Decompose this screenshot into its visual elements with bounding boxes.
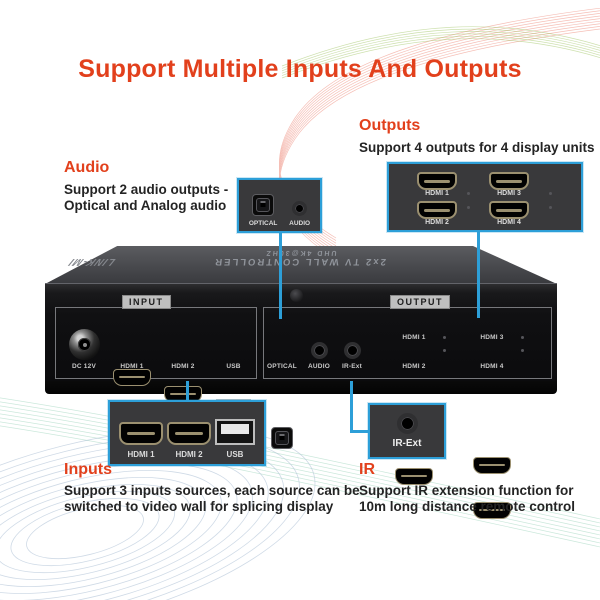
output-hdmi3-label: HDMI 3: [480, 334, 504, 341]
out-hdmi3-label: HDMI 3: [497, 190, 521, 197]
output-hdmi2-label: HDMI 2: [402, 363, 426, 370]
dc-pin: [82, 342, 87, 347]
led-dot: [467, 206, 470, 209]
audio-description-line2: Optical and Analog audio: [64, 197, 227, 213]
inputs-description-line1: Support 3 inputs sources, each source ca…: [64, 483, 360, 498]
in-hdmi2-label: HDMI 2: [175, 450, 203, 459]
ir-connector-line-vertical: [350, 381, 353, 433]
device-top-print: 2x2 TV WALL CONTROLLER UHD 4K@30HZ: [149, 249, 451, 267]
input-hdmi1-port: [113, 369, 151, 386]
led-dot: [521, 336, 524, 339]
input-hdmi2-label: HDMI 2: [171, 363, 195, 370]
output-hdmi3-port: [473, 457, 511, 474]
ir-jack-icon: [396, 413, 418, 434]
led-dot: [443, 349, 446, 352]
dc-port-label: DC 12V: [72, 363, 96, 370]
ir-description-line1: Support IR extension function for: [359, 483, 574, 498]
ir-description-line2: 10m long distance remote control: [359, 498, 576, 514]
audio-jack-label: AUDIO: [308, 363, 330, 370]
hdmi-port-icon: [489, 201, 529, 219]
in-hdmi1-callout: HDMI 1: [119, 415, 163, 459]
output-section-tag: OUTPUT: [390, 295, 450, 309]
optical-port-callout: OPTICAL: [248, 186, 278, 227]
led-dot: [549, 192, 552, 195]
input-section-tag: INPUT: [122, 295, 171, 309]
out-hdmi1-callout: HDMI 1: [401, 170, 473, 197]
audio-connector-line: [279, 231, 282, 319]
out-hdmi4-label: HDMI 4: [497, 219, 521, 226]
out-hdmi4-callout: HDMI 4: [473, 199, 545, 226]
inputs-description: Support 3 inputs sources, each source ca…: [64, 483, 374, 515]
input-hdmi1-label: HDMI 1: [120, 363, 144, 370]
audio-callout-box: OPTICAL AUDIO: [237, 178, 322, 233]
led-dot: [443, 336, 446, 339]
out-hdmi1-label: HDMI 1: [425, 190, 449, 197]
ir-ext-label: IR-Ext: [342, 363, 362, 370]
ir-connector-line-horizontal: [350, 430, 370, 433]
audio-jack-port: [311, 342, 328, 359]
page-title: Support Multiple Inputs And Outputs: [78, 55, 522, 83]
device-top-face: [45, 246, 557, 284]
outputs-description: Support 4 outputs for 4 display units: [359, 140, 595, 155]
ir-heading: IR: [359, 461, 375, 478]
led-dot: [549, 206, 552, 209]
inputs-connector-line: [186, 381, 189, 402]
output-hdmi1-label: HDMI 1: [402, 334, 426, 341]
in-usb-callout: USB: [215, 415, 255, 459]
inputs-callout-box: HDMI 1 HDMI 2 USB: [108, 400, 266, 466]
output-hdmi2-port: [395, 468, 433, 485]
optical-port-panel-label: OPTICAL: [267, 363, 297, 370]
device-model-text: 2x2 TV WALL CONTROLLER: [212, 256, 387, 267]
ir-description: Support IR extension function for 10m lo…: [359, 483, 594, 515]
output-hdmi4-label: HDMI 4: [480, 363, 504, 370]
outputs-heading: Outputs: [359, 117, 421, 134]
inputs-heading: Inputs: [64, 461, 112, 478]
device-spec-text: UHD 4K@30HZ: [264, 249, 337, 256]
usb-port-icon: [215, 419, 255, 445]
ir-ext-port: [344, 342, 361, 359]
dc-power-port: [69, 329, 100, 360]
hdmi-port-icon: [489, 172, 529, 190]
optical-port: [271, 427, 293, 449]
brand-logo: LINK-MI: [66, 256, 118, 267]
out-hdmi2-label: HDMI 2: [425, 219, 449, 226]
out-hdmi3-callout: HDMI 3: [473, 170, 545, 197]
audio-heading: Audio: [64, 159, 110, 176]
hdmi-port-icon: [417, 172, 457, 190]
outputs-connector-line: [477, 230, 480, 318]
hdmi-port-icon: [167, 422, 211, 445]
optical-port-label: OPTICAL: [248, 220, 278, 227]
audio-port-callout: AUDIO: [289, 186, 310, 227]
audio-jack-icon: [292, 201, 308, 216]
screw: [290, 289, 303, 302]
usb-port-label: USB: [226, 363, 241, 370]
audio-description-line1: Support 2 audio outputs -: [64, 182, 229, 197]
inputs-description-line2: switched to video wall for splicing disp…: [64, 498, 334, 514]
outputs-callout-box: HDMI 1 HDMI 3 HDMI 2 HDMI 4: [387, 162, 583, 232]
in-usb-label: USB: [226, 450, 244, 459]
audio-description: Support 2 audio outputs - Optical and An…: [64, 182, 284, 214]
ir-port-label: IR-Ext: [392, 438, 422, 449]
hdmi-port-icon: [119, 422, 163, 445]
ir-callout-box: IR-Ext: [368, 403, 446, 459]
audio-port-label: AUDIO: [289, 220, 311, 227]
hdmi-port-icon: [417, 201, 457, 219]
led-dot: [467, 192, 470, 195]
led-dot: [521, 349, 524, 352]
out-hdmi2-callout: HDMI 2: [401, 199, 473, 226]
in-hdmi2-callout: HDMI 2: [167, 415, 211, 459]
in-hdmi1-label: HDMI 1: [127, 450, 155, 459]
output-hdmi4-port: [473, 502, 511, 519]
optical-port-icon: [252, 194, 275, 216]
